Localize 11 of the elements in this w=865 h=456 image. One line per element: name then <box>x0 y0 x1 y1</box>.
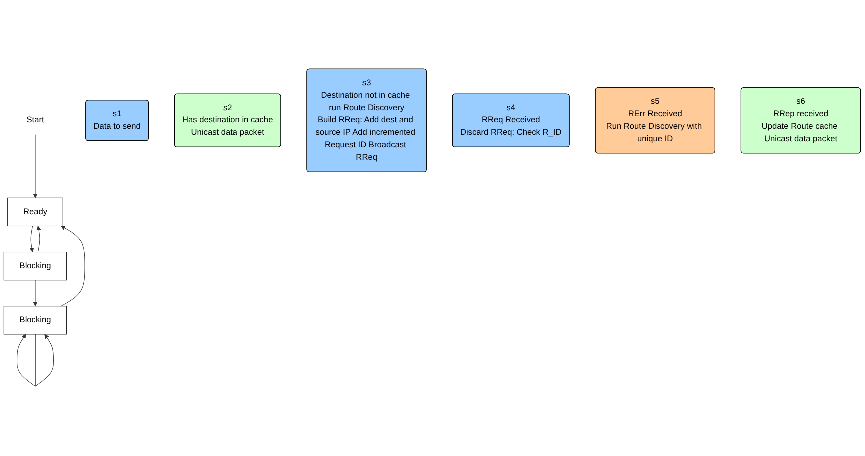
arrow <box>60 226 86 307</box>
node-box: Blocking <box>4 252 68 281</box>
arrow <box>35 334 54 387</box>
node-box: Ready <box>8 198 64 227</box>
node-box: Blocking <box>4 306 68 335</box>
arrow <box>30 226 34 253</box>
arrow <box>33 134 38 198</box>
node-text: Start <box>26 116 44 125</box>
arrow <box>17 334 36 387</box>
arrow <box>36 226 42 253</box>
arrow <box>33 280 38 307</box>
